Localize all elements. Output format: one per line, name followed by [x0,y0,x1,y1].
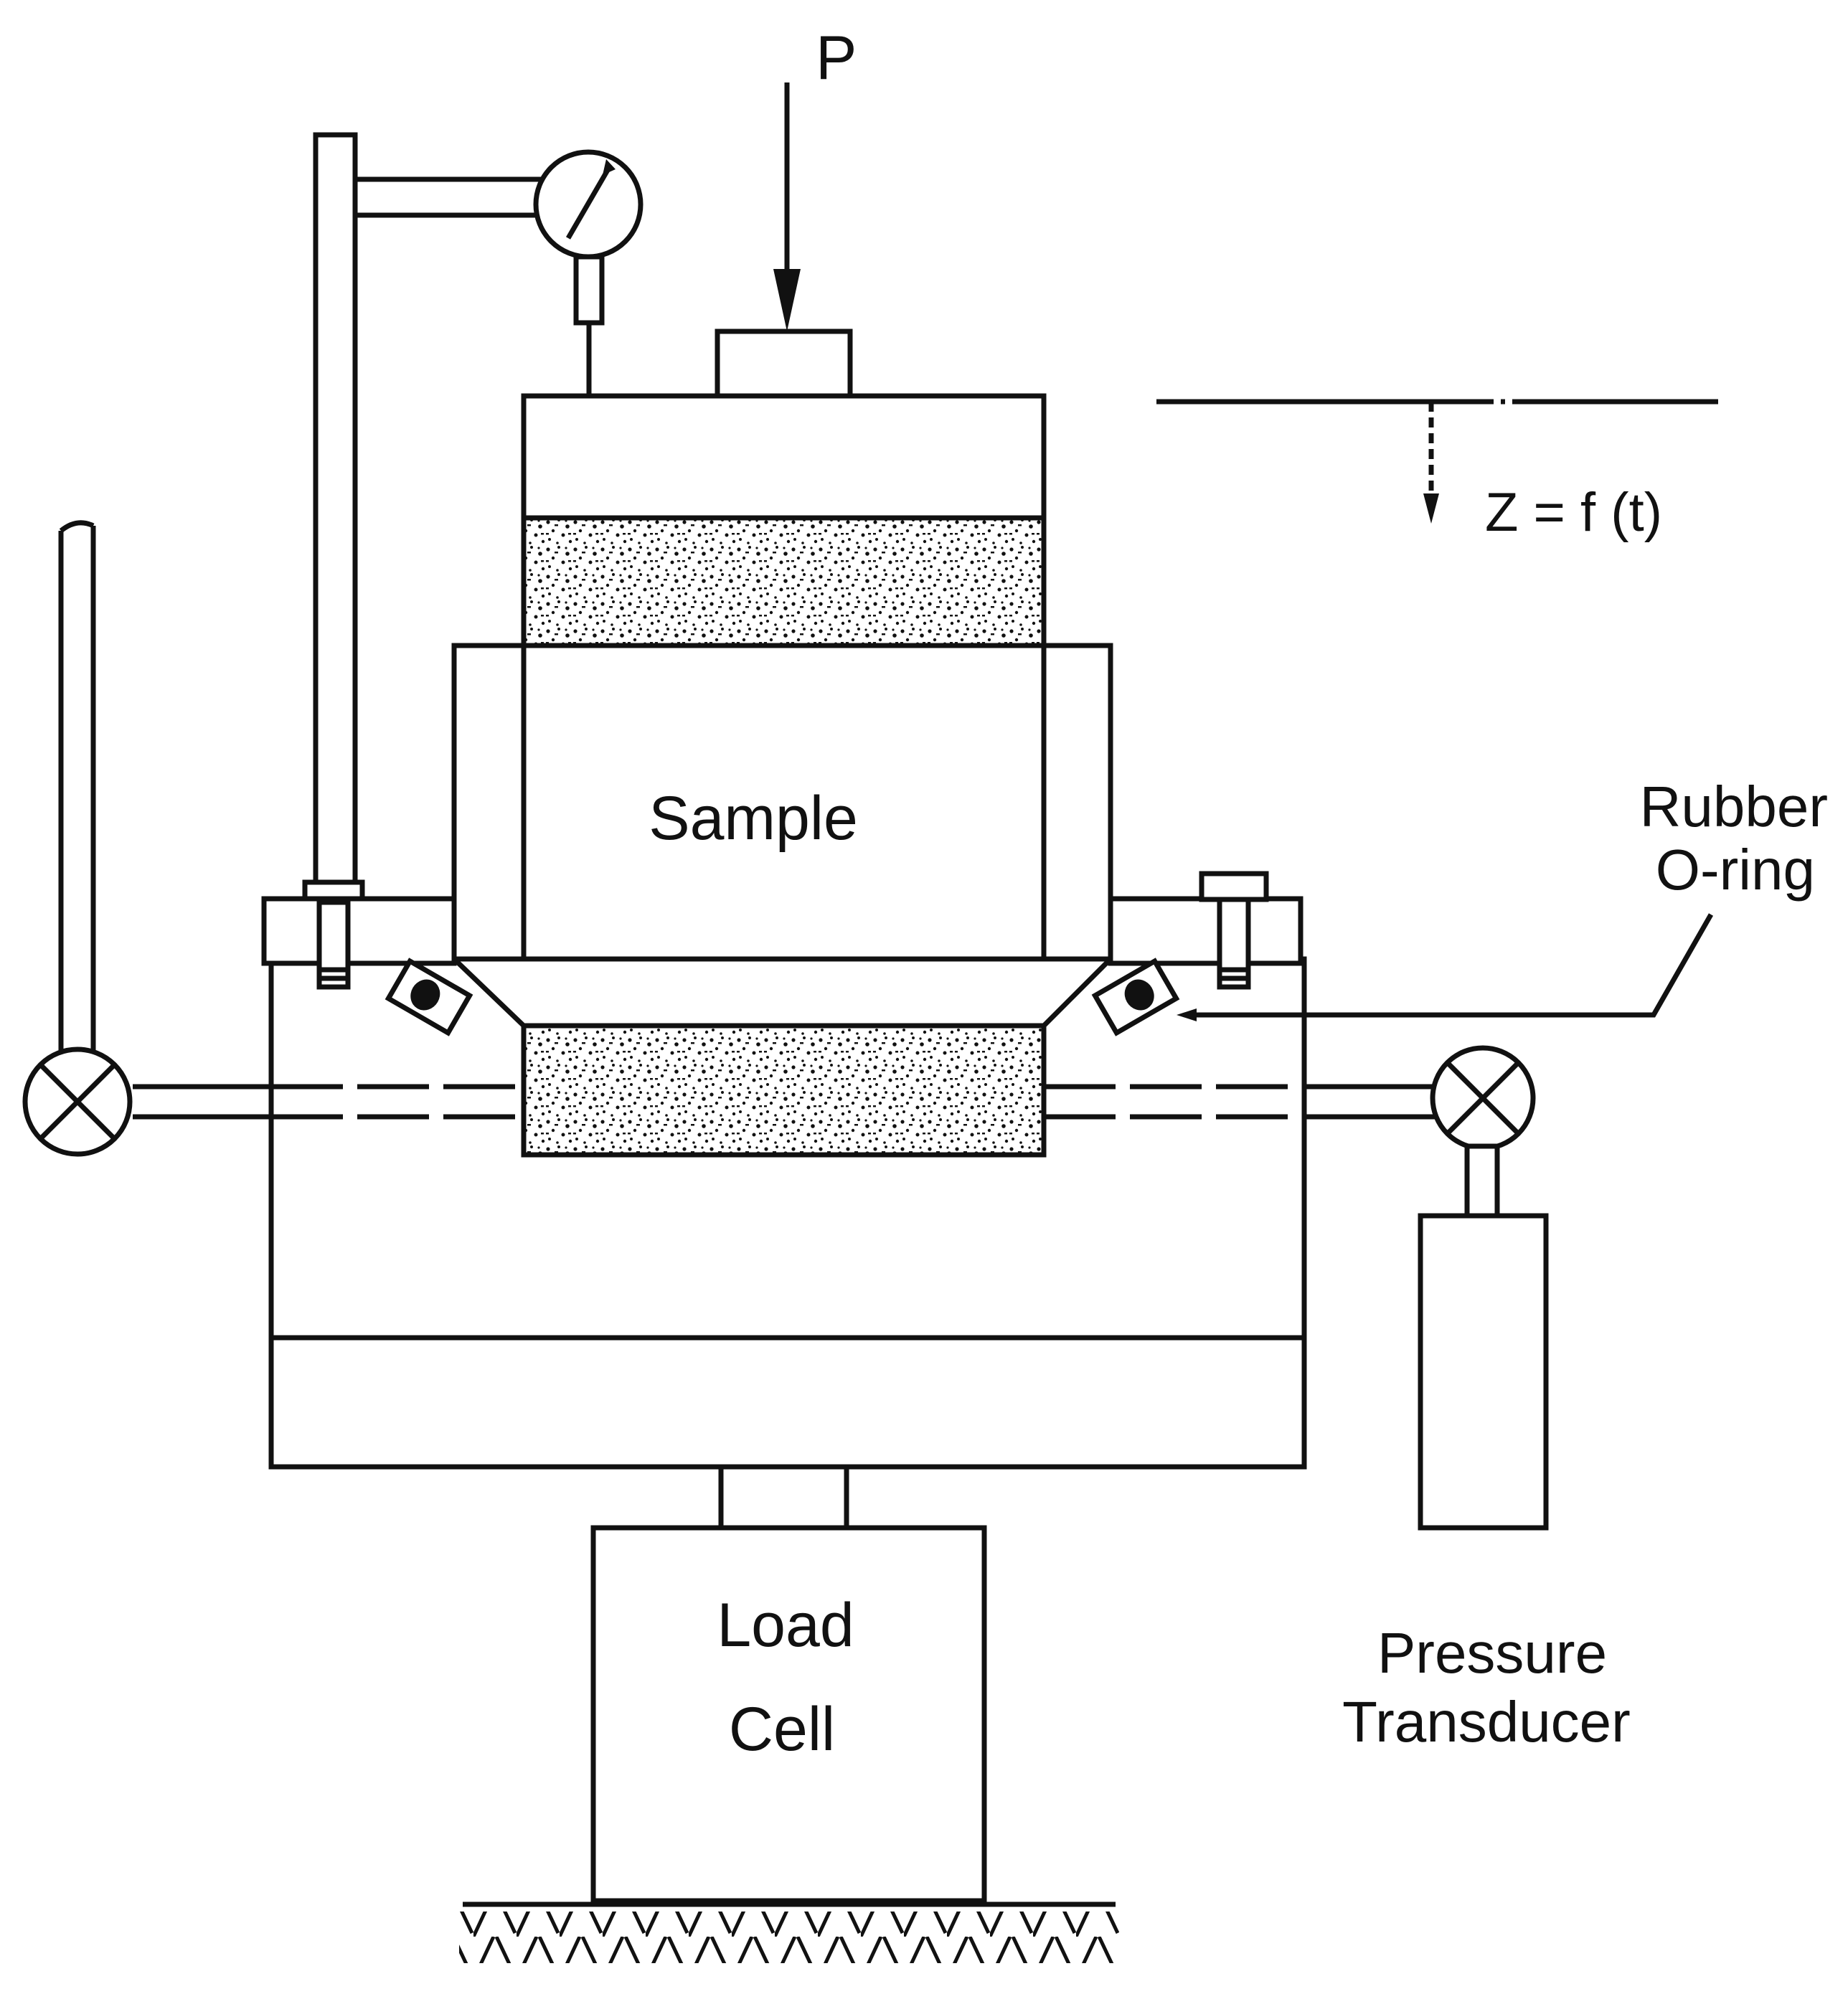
displacement-label: Z = f (t) [1485,482,1662,543]
displacement-indicator [1156,399,1718,524]
valve-icon [1430,1045,1536,1151]
loading-cap [715,329,853,399]
lower-porous-stone [521,1023,1047,1158]
left-standpipe [58,520,271,1120]
transducer-label-line2: Transducer [1342,1690,1631,1754]
right-bolt [1199,871,1269,990]
o-ring-leader [1177,913,1714,1021]
dial-gauge-icon [533,149,644,396]
transducer-label-line1: Pressure [1377,1621,1607,1685]
piston [521,393,1047,521]
o-ring-label-line1: Rubber [1640,775,1828,838]
load-label: P [816,24,857,93]
sample-label: Sample [649,784,858,853]
right-pipe [1304,1084,1435,1120]
load-cell-label-line1: Load [717,1591,854,1660]
right-o-ring [1091,958,1180,1036]
ground-hatch-icon [459,1901,1119,1963]
o-ring-label-line2: O-ring [1656,838,1815,902]
load-cell [590,1525,987,1904]
valve-icon [22,1046,133,1157]
load-arrow [773,82,801,331]
left-o-ring [385,958,473,1036]
left-seat-line [452,957,526,1028]
load-cell-stem [718,1464,849,1531]
right-seat-line [1042,957,1113,1028]
upper-porous-stone [521,515,1047,648]
pressure-transducer [1418,1143,1549,1531]
left-bolt [316,899,351,990]
right-flange [1108,896,1304,966]
dial-gauge-stand [302,132,545,905]
drainage-channels [271,1084,1304,1120]
left-flange [261,896,457,966]
load-cell-label-line2: Cell [729,1695,835,1764]
